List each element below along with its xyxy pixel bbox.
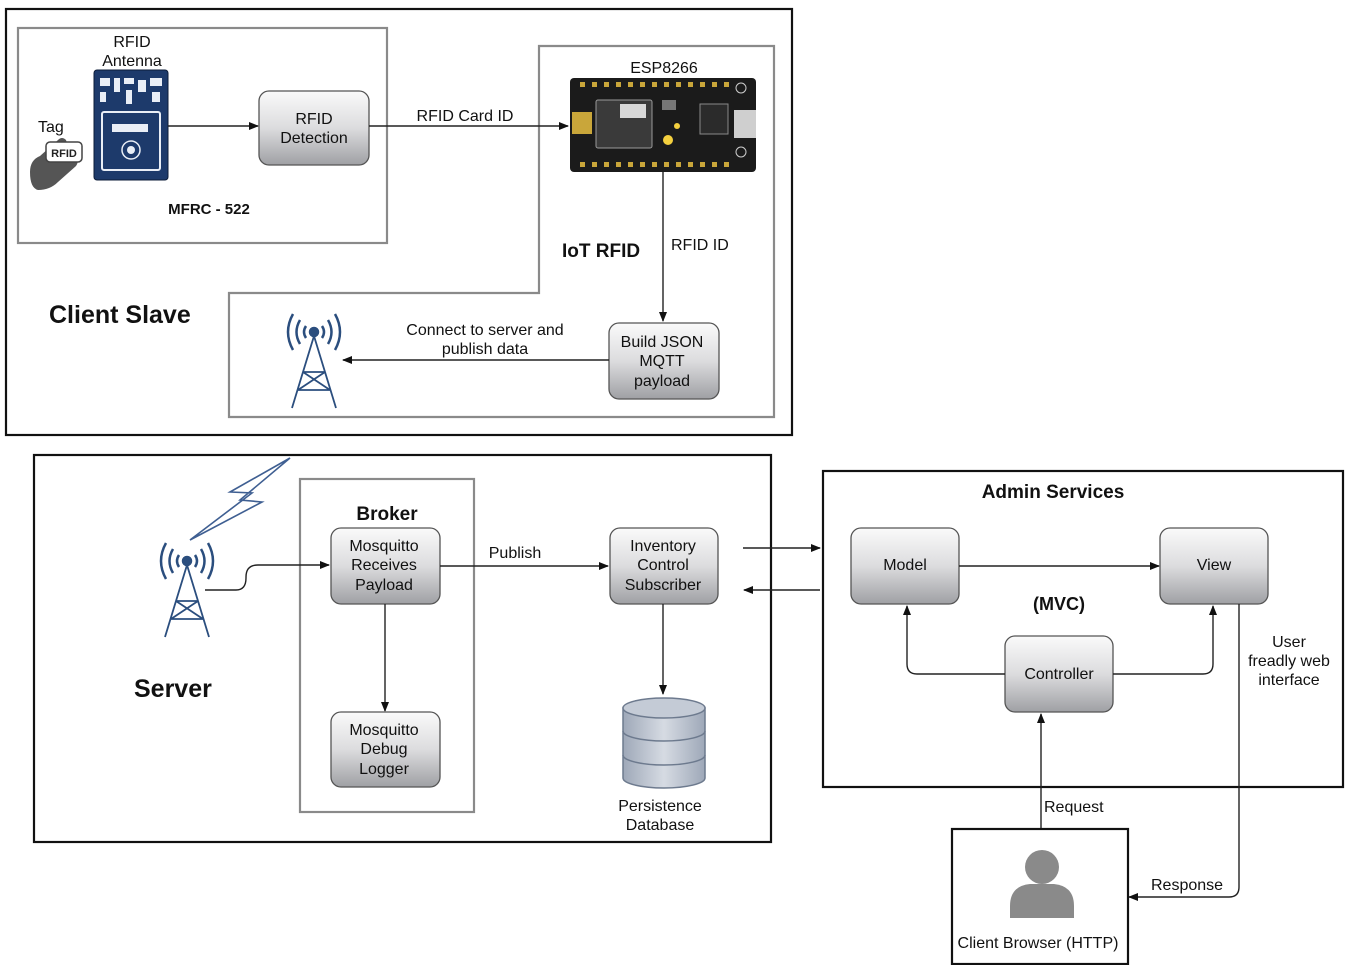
- database-label: Persistence: [618, 798, 702, 815]
- publish-label: Publish: [489, 545, 541, 562]
- response-label: Response: [1151, 877, 1223, 894]
- rfid-reader-icon: [93, 69, 169, 181]
- client-slave-section: Client Slave RFID Antenna Tag RFID: [4, 7, 794, 437]
- mosquitto-logger-label-2: Debug: [360, 741, 407, 758]
- view-box: [1159, 527, 1269, 605]
- user-interface-label-3: interface: [1258, 672, 1319, 689]
- controller-to-view-arrow: [1113, 605, 1217, 675]
- tag-label: Tag: [38, 119, 64, 136]
- admin-services-section: Admin Services Model View (MVC) Controll…: [821, 469, 1345, 901]
- user-interface-label: User: [1272, 634, 1306, 651]
- client-slave-frame: [4, 7, 794, 437]
- mosquitto-receives-label-2: Receives: [351, 557, 417, 574]
- response-arrow: [1128, 604, 1240, 901]
- rfid-detection-label-2: Detection: [280, 130, 348, 147]
- connect-label: Connect to server and: [406, 322, 563, 339]
- client-browser-label: Client Browser (HTTP): [958, 935, 1119, 952]
- iot-rfid-group: [227, 44, 776, 419]
- wireless-signal-icon: [189, 457, 291, 541]
- admin-services-frame: [821, 469, 1345, 789]
- tower-to-broker-arrow: [205, 561, 330, 591]
- iot-rfid-label: IoT RFID: [562, 241, 640, 262]
- client-slave-title: Client Slave: [49, 301, 191, 329]
- mosquitto-receives-label: Mosquitto: [349, 538, 418, 555]
- controller-label: Controller: [1024, 666, 1094, 683]
- broker-title: Broker: [356, 504, 418, 525]
- view-label: View: [1197, 557, 1232, 574]
- tag-badge-label: RFID: [51, 148, 77, 160]
- database-label-2: Database: [626, 817, 695, 834]
- rfid-reader-group: [16, 26, 389, 245]
- inventory-label-2: Control: [637, 557, 689, 574]
- admin-services-title: Admin Services: [982, 482, 1125, 503]
- client-browser-frame: [950, 827, 1130, 965]
- database-icon: [622, 697, 706, 789]
- connect-label-2: publish data: [442, 341, 528, 358]
- build-json-label-2: MQTT: [639, 353, 685, 370]
- inventory-label: Inventory: [630, 538, 696, 555]
- reader-model-label: MFRC - 522: [168, 201, 250, 218]
- client-radio-tower-icon: [286, 313, 342, 409]
- build-json-label: Build JSON: [621, 334, 704, 351]
- server-radio-tower-icon: [159, 542, 215, 638]
- broker-group: [298, 477, 476, 814]
- card-id-label: RFID Card ID: [417, 108, 514, 125]
- user-avatar-icon: [1010, 850, 1074, 918]
- server-frame: [32, 453, 773, 844]
- rfid-detection-box: [258, 90, 370, 166]
- mosquitto-logger-label: Mosquitto: [349, 722, 418, 739]
- mosquitto-logger-label-3: Logger: [359, 761, 409, 778]
- rfid-id-label: RFID ID: [671, 237, 729, 254]
- esp8266-label: ESP8266: [630, 60, 698, 77]
- build-json-label-3: payload: [634, 373, 690, 390]
- inventory-label-3: Subscriber: [625, 577, 702, 594]
- rfid-detection-label: RFID: [295, 111, 332, 128]
- mosquitto-logger-box: [330, 711, 441, 788]
- inventory-subscriber-box: [609, 527, 719, 605]
- controller-to-model-arrow: [903, 605, 1005, 675]
- client-browser-section: Client Browser (HTTP): [950, 827, 1130, 965]
- esp8266-board-icon: [570, 78, 756, 172]
- mosquitto-receives-label-3: Payload: [355, 577, 413, 594]
- model-label: Model: [883, 557, 927, 574]
- request-label: Request: [1044, 799, 1104, 816]
- server-section: Server Broker Mosquitto Receives Payload…: [32, 453, 821, 844]
- rfid-tag-icon: RFID: [30, 138, 83, 190]
- mvc-label: (MVC): [1033, 594, 1085, 614]
- rfid-antenna-label-2: Antenna: [102, 53, 162, 70]
- server-title: Server: [134, 675, 212, 703]
- rfid-antenna-label: RFID: [113, 34, 150, 51]
- user-interface-label-2: freadly web: [1248, 653, 1330, 670]
- build-json-box: [608, 322, 720, 400]
